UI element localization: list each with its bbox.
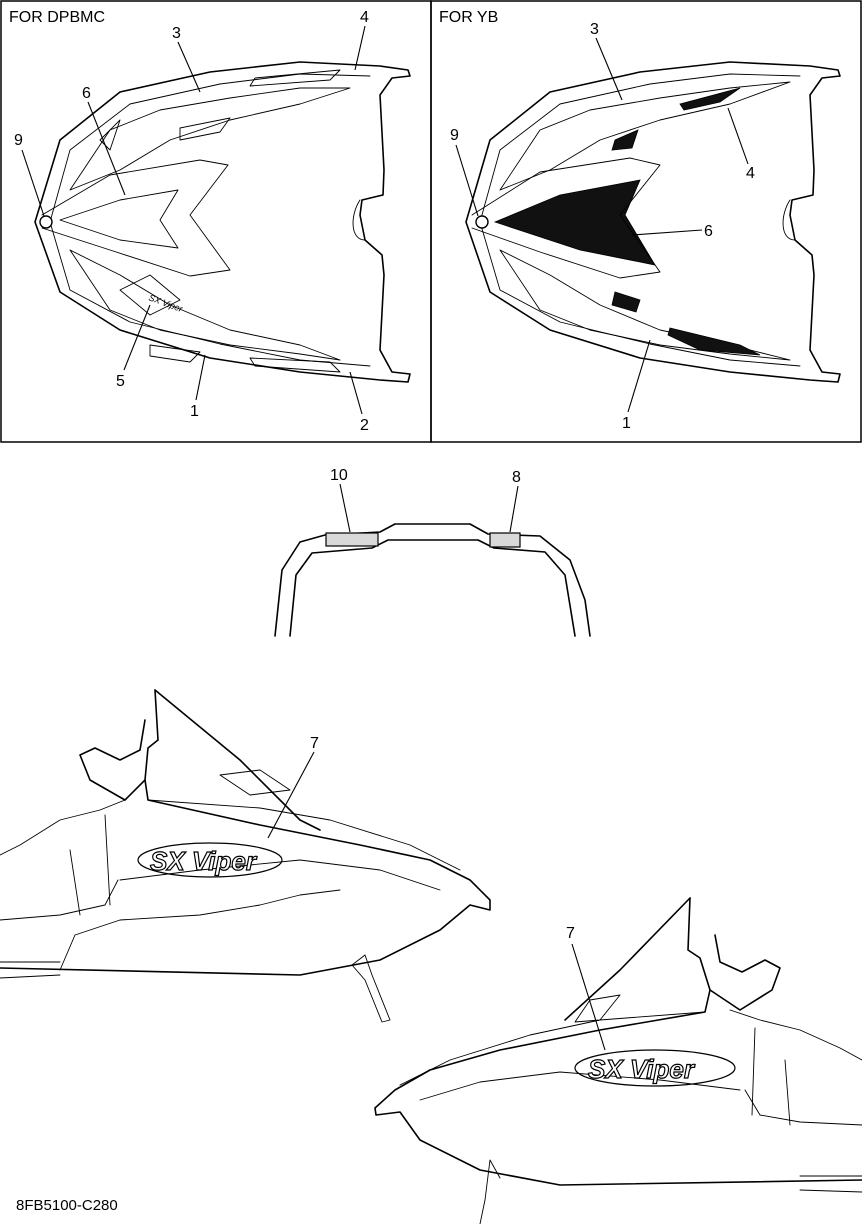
logo-side-decal-right <box>574 1049 736 1087</box>
callout-4-right: 4 <box>746 165 755 182</box>
callout-1-left: 1 <box>190 403 199 420</box>
callout-2-left: 2 <box>360 417 369 434</box>
panel-right-frame <box>430 0 862 443</box>
callout-8: 8 <box>512 469 521 486</box>
decal-10 <box>325 532 379 547</box>
callout-7-left: 7 <box>310 735 319 752</box>
side-view-right: SX Viper 7 <box>374 897 862 1224</box>
decal-8 <box>489 532 521 548</box>
panel-left-title: FOR DPBMC <box>9 9 105 26</box>
decal-9-left <box>39 215 53 229</box>
side-view-left: SX Viper 7 <box>0 689 491 1023</box>
callout-6-right: 6 <box>704 223 713 240</box>
callout-10: 10 <box>330 467 348 484</box>
callout-5-left: 5 <box>116 373 125 390</box>
hood-top-view-right <box>465 61 841 383</box>
left-callouts: 3 4 6 9 5 1 2 <box>14 9 369 434</box>
callout-3-right: 3 <box>590 21 599 38</box>
callout-9-left: 9 <box>14 132 23 149</box>
logo-side-decal-left-text: SX Viper <box>150 846 258 876</box>
callout-1-right: 1 <box>622 415 631 432</box>
hood-top-view-left: SX Viper <box>34 61 411 383</box>
callout-9-right: 9 <box>450 127 459 144</box>
callout-3-left: 3 <box>172 25 181 42</box>
logo-side-decal-left <box>137 842 283 878</box>
callout-7-right: 7 <box>566 925 575 942</box>
front-shroud: 10 8 <box>274 467 591 637</box>
panel-right-title: FOR YB <box>439 9 498 26</box>
diagram-code: 8FB5100-C280 <box>16 1197 118 1214</box>
callout-6-left: 6 <box>82 85 91 102</box>
callout-4-left: 4 <box>360 9 369 26</box>
right-callouts: 3 4 6 9 1 <box>450 21 755 432</box>
logo-left-decal: SX Viper <box>147 292 185 314</box>
logo-side-decal-right-text: SX Viper <box>588 1054 696 1084</box>
decal-9-right <box>475 215 489 229</box>
